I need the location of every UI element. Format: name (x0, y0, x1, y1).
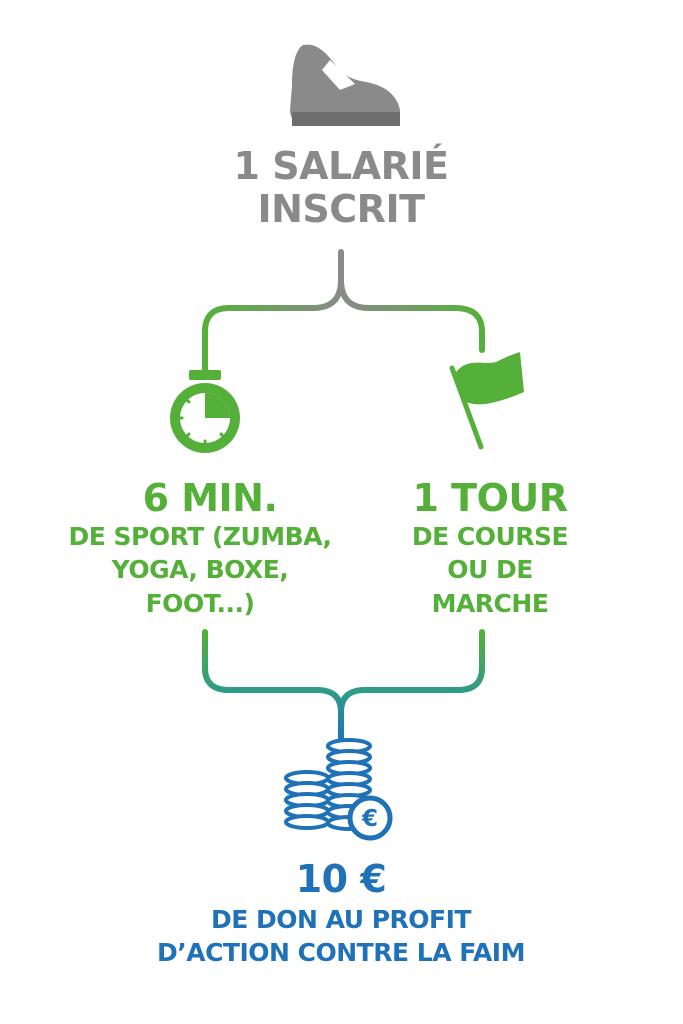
employee-status: INSCRIT (257, 187, 425, 231)
employee-count: 1 SALARIÉ (233, 144, 449, 188)
donation-amount: 10 € (295, 857, 387, 901)
stopwatch-icon (170, 370, 240, 453)
lap-count: 1 TOUR (412, 476, 568, 520)
lap-description-line: MARCHE (431, 589, 549, 618)
flag-icon (449, 352, 524, 450)
sport-description-line: DE SPORT (ZUMBA, (68, 522, 332, 551)
sneaker-icon (290, 44, 400, 126)
sport-duration: 6 MIN. (142, 476, 278, 520)
lap-description-line: OU DE (447, 555, 533, 584)
euro-coin-symbol: € (361, 806, 378, 832)
top-connector (202, 249, 485, 378)
donation-description-line: DE DON AU PROFIT (210, 905, 472, 934)
sport-description-line: YOGA, BOXE, (111, 555, 289, 584)
bottom-connector (202, 629, 485, 745)
donation-description-line: D’ACTION CONTRE LA FAIM (156, 938, 526, 967)
lap-description-line: DE COURSE (411, 522, 569, 551)
euro-coins-icon: € (284, 738, 393, 841)
sport-description-line: FOOT...) (145, 589, 255, 618)
